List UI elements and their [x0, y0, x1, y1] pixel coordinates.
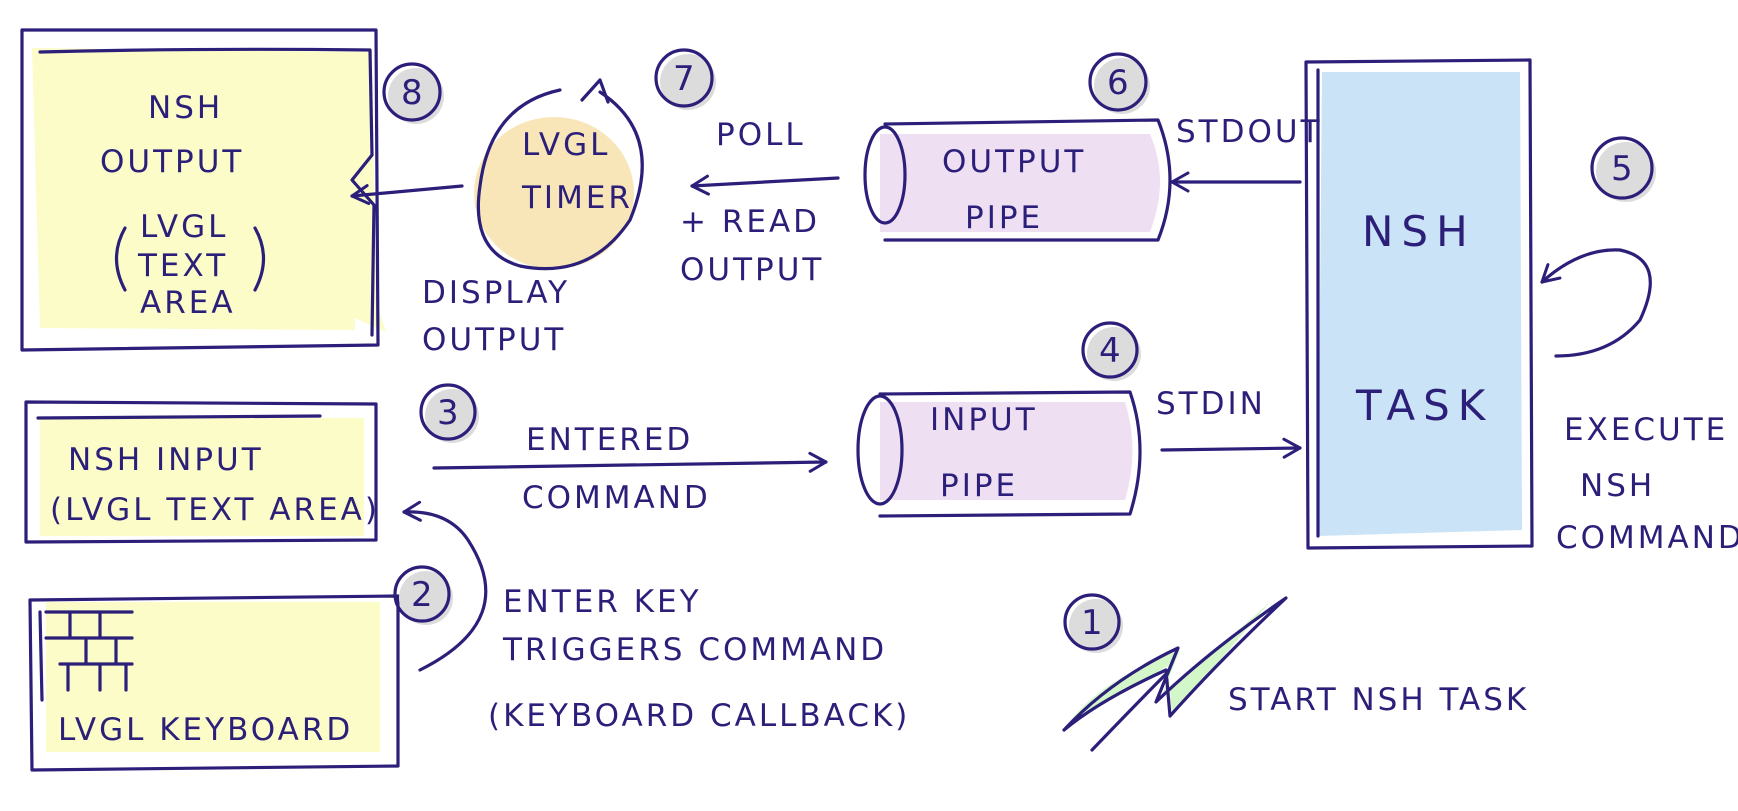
- display-output-arrow: [350, 184, 464, 206]
- lvgl-timer-outline: [476, 88, 644, 271]
- step-8-marker: 8: [382, 62, 444, 124]
- stdin-arrow: [1160, 437, 1302, 459]
- display-output-line2: OUTPUT: [422, 322, 566, 358]
- input-pipe-line2: PIPE: [940, 468, 1018, 504]
- output-pipe-end: [863, 125, 907, 225]
- input-pipe-end: [856, 394, 904, 506]
- output-pipe-outline: [883, 118, 1172, 242]
- lvgl-timer-arrow-icon: [580, 78, 610, 104]
- lightning-icon: [1062, 596, 1288, 732]
- read-label: + READ: [680, 204, 820, 240]
- connectors: [350, 171, 1652, 672]
- nsh-output-fill: [32, 48, 386, 332]
- nsh-output-right-paren: [253, 226, 265, 292]
- step-4-number: 4: [1099, 331, 1121, 371]
- entered-label: ENTERED: [526, 422, 693, 458]
- nsh-output-line4: TEXT: [137, 248, 228, 284]
- read-output-label: OUTPUT: [680, 252, 824, 288]
- step-6-number: 6: [1107, 63, 1129, 103]
- nsh-input-box: NSH INPUT (LVGL TEXT AREA): [24, 400, 380, 544]
- start-lightning: [1062, 596, 1288, 752]
- step-7-number: 7: [673, 59, 695, 99]
- nsh-input-line2: (LVGL TEXT AREA): [50, 492, 380, 528]
- start-label: START NSH TASK: [1228, 682, 1529, 718]
- nsh-input-line1: NSH INPUT: [68, 442, 264, 478]
- input-pipe-outline: [878, 390, 1142, 518]
- nsh-output-border: [20, 28, 380, 352]
- nsh-task-line2: TASK: [1355, 381, 1493, 430]
- lvgl-timer-line2: TIMER: [521, 180, 633, 216]
- input-pipe-fill: [880, 402, 1133, 500]
- enter-key-line3: (KEYBOARD CALLBACK): [488, 698, 910, 734]
- execute-line2: NSH: [1580, 468, 1655, 504]
- lvgl-keyboard-box: LVGL KEYBOARD: [28, 594, 400, 772]
- step-4-marker: 4: [1081, 321, 1141, 381]
- nsh-task-fill: [1318, 72, 1522, 536]
- nsh-output-box: NSH OUTPUT LVGL TEXT AREA: [20, 28, 386, 352]
- nsh-output-line5: AREA: [140, 285, 236, 321]
- lvgl-timer-line1: LVGL: [522, 127, 610, 163]
- nsh-input-fill: [40, 418, 364, 536]
- step-2-marker: 2: [393, 565, 453, 625]
- enter-key-arrow: [402, 500, 488, 672]
- keyboard-grid-icon: [44, 610, 134, 692]
- output-pipe-fill: [880, 134, 1160, 232]
- output-pipe-line2: PIPE: [965, 200, 1043, 236]
- lvgl-timer: LVGL TIMER: [474, 78, 644, 271]
- input-pipe: INPUT PIPE: [856, 390, 1142, 518]
- enter-key-line1: ENTER KEY: [503, 584, 702, 620]
- execute-loop-arrow: [1540, 248, 1652, 358]
- step-6-marker: 6: [1088, 52, 1150, 114]
- poll-read-arrow: [690, 174, 840, 196]
- lvgl-keyboard-fill: [46, 602, 380, 752]
- execute-line3: COMMAND: [1556, 520, 1738, 556]
- nsh-task-border: [1304, 58, 1534, 550]
- lvgl-keyboard-border: [28, 594, 400, 772]
- stdout-label: STDOUT: [1176, 114, 1323, 150]
- step-3-number: 3: [437, 393, 459, 433]
- output-pipe-line1: OUTPUT: [942, 144, 1086, 180]
- labels: DISPLAY OUTPUT POLL + READ OUTPUT STDOUT…: [422, 114, 1738, 734]
- nsh-output-line3: LVGL: [140, 209, 228, 245]
- command-label: COMMAND: [522, 480, 711, 516]
- step-2-number: 2: [411, 575, 433, 615]
- nsh-output-line2: OUTPUT: [100, 144, 244, 180]
- lvgl-keyboard-label: LVGL KEYBOARD: [58, 712, 353, 748]
- step-1-marker: 1: [1063, 593, 1123, 653]
- step-5-number: 5: [1611, 149, 1633, 189]
- step-1-number: 1: [1081, 603, 1103, 643]
- nsh-output-left-paren: [115, 226, 127, 292]
- nsh-task-line1: NSH: [1362, 207, 1476, 256]
- step-5-marker: 5: [1590, 136, 1656, 202]
- step-7-marker: 7: [654, 48, 716, 110]
- entered-command-arrow: [432, 451, 828, 473]
- step-markers: 1 2 3 4 5 6 7: [382, 48, 1656, 653]
- output-pipe: OUTPUT PIPE: [863, 118, 1172, 242]
- execute-line1: EXECUTE: [1564, 412, 1728, 448]
- nsh-task-box: NSH TASK: [1304, 58, 1534, 550]
- input-pipe-line1: INPUT: [930, 402, 1038, 438]
- lvgl-timer-fill: [474, 117, 634, 269]
- lightning-tail: [1090, 670, 1170, 752]
- stdin-label: STDIN: [1156, 386, 1266, 422]
- enter-key-line2: TRIGGERS COMMAND: [502, 632, 887, 668]
- nsh-output-line1: NSH: [148, 90, 223, 126]
- step-3-marker: 3: [419, 383, 479, 443]
- nsh-input-border: [24, 400, 378, 544]
- poll-label: POLL: [716, 117, 806, 153]
- step-8-number: 8: [401, 73, 423, 113]
- display-output-line1: DISPLAY: [422, 275, 570, 311]
